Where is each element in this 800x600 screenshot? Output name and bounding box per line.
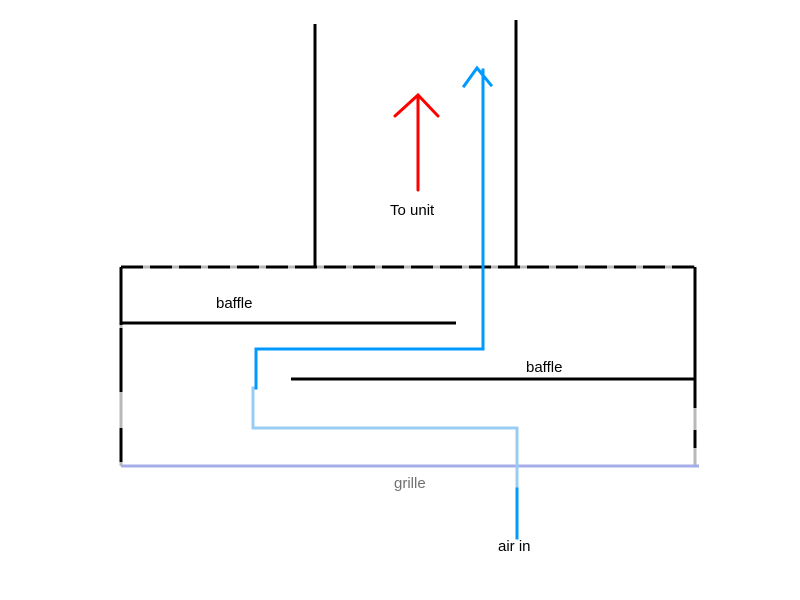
airflow-arrowhead — [461, 65, 494, 89]
duct — [313, 20, 518, 266]
grille-label: grille — [394, 475, 426, 492]
to-unit-arrow — [393, 92, 440, 192]
air-in-label: air in — [498, 538, 531, 555]
airflow-light-segment — [251, 386, 519, 488]
plenum-box — [119, 265, 699, 468]
upper-baffle-label: baffle — [216, 295, 252, 312]
to-unit-label: To unit — [390, 202, 435, 219]
to-unit-arrowhead — [393, 92, 440, 118]
airflow-main-segment — [254, 68, 485, 390]
airflow-path — [251, 65, 519, 540]
lower-baffle-label: baffle — [526, 359, 562, 376]
